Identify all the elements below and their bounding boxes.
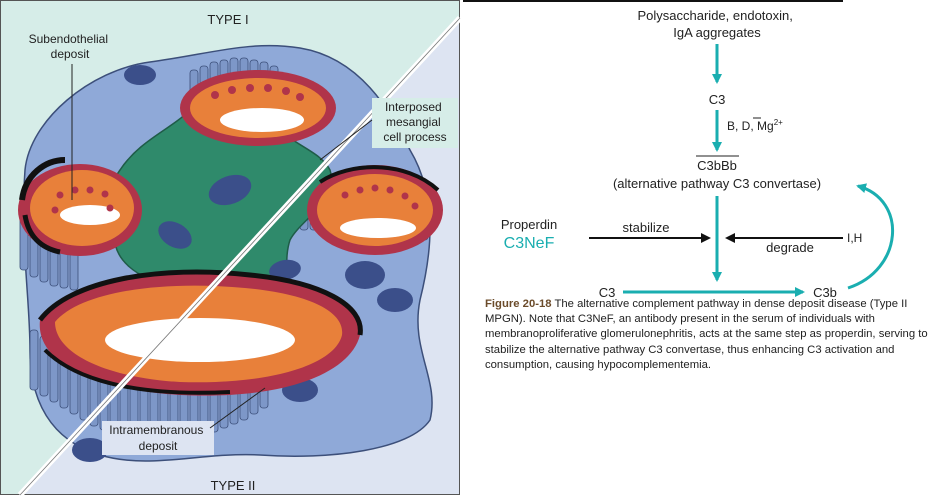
convertase-desc-text: (alternative pathway C3 convertase) <box>613 176 821 191</box>
type1-label: TYPE I <box>207 12 248 27</box>
subendothelial-label: Subendothelial deposit <box>29 32 112 61</box>
mesangial-nucleus <box>269 259 301 281</box>
capillary-loop-top <box>180 70 336 146</box>
podocyte-nucleus <box>124 65 156 85</box>
arrow-amplification-loop <box>847 183 894 290</box>
degrade-text: degrade <box>766 240 814 255</box>
podocyte-nucleus <box>72 438 108 462</box>
caption-text: The alternative complement pathway in de… <box>485 298 928 371</box>
glomerulus-illustration: TYPE I TYPE II Subendothelial deposit In… <box>0 0 463 498</box>
stabilize-text: stabilize <box>623 220 670 235</box>
complement-pathway-diagram: Polysaccharide, endotoxin, IgA aggregate… <box>463 0 894 300</box>
mesangial-leader <box>319 119 373 161</box>
c3nef-text: C3NeF <box>504 235 555 252</box>
capillary-loop-right <box>307 165 443 255</box>
endothelial-fenestrations <box>51 84 419 214</box>
c3-top-text: C3 <box>709 92 726 107</box>
c3-bottom-text: C3 <box>599 285 616 300</box>
mesangial-label-bg <box>372 98 458 148</box>
mesangial-label: Interposed mesangial cell process <box>383 100 446 144</box>
figure-number: Figure 20-18 <box>485 298 552 310</box>
mesangial-nucleus <box>158 221 192 249</box>
illustration-frame <box>0 0 460 495</box>
intramembranous-leader <box>209 387 266 429</box>
podocyte-nucleus <box>377 288 413 312</box>
subendothelial-label-bg <box>23 30 118 62</box>
properdin-text: Properdin <box>501 217 557 232</box>
figure-caption: Figure 20-18 The alternative complement … <box>485 297 935 373</box>
inhibitors-text: I,H <box>847 231 862 245</box>
mesangial-nucleus <box>208 174 252 206</box>
intramembranous-label-bg <box>102 421 214 455</box>
mesangial-nucleus <box>345 261 385 289</box>
factors-text: B, D, Mg2+ <box>727 118 783 133</box>
activators-text: Polysaccharide, endotoxin, IgA aggregate… <box>638 8 797 40</box>
capillary-loop-bottom <box>38 269 363 396</box>
capillary-loop-left <box>18 157 142 256</box>
convertase-text: C3bBb <box>697 158 737 173</box>
intramembranous-label: Intramembranous deposit <box>109 423 206 453</box>
type2-label: TYPE II <box>211 478 256 493</box>
type-divider-edge <box>19 17 461 496</box>
c3b-text: C3b <box>813 285 837 300</box>
